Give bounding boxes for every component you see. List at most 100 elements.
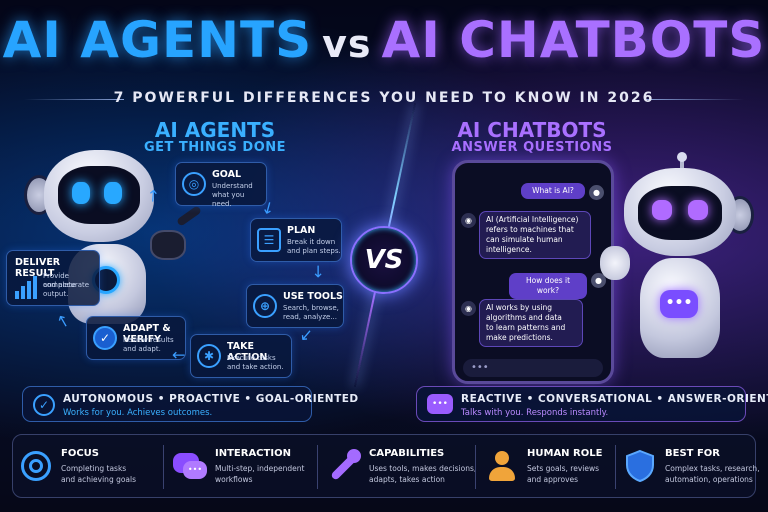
chat-bubble-icon: ••• bbox=[427, 394, 453, 414]
subtitle-line-left bbox=[24, 99, 124, 100]
agents-tagline-bar: ✓ AUTONOMOUS • PROACTIVE • GOAL-ORIENTED… bbox=[22, 386, 358, 422]
comparison-capabilities-line1: Uses tools, makes decisions, bbox=[369, 464, 477, 473]
step-adapt-verify: ✓ ADAPT & VERIFY Review results and adap… bbox=[86, 316, 186, 360]
comparison-focus-line1: Completing tasks bbox=[61, 464, 127, 473]
chatbots-subheading: ANSWER QUESTIONS bbox=[451, 140, 613, 155]
divider bbox=[163, 445, 164, 489]
bot-avatar-icon: ◉ bbox=[461, 213, 476, 228]
title-right: AI CHATBOTS bbox=[381, 11, 766, 69]
step-plan-desc1: Break it down bbox=[287, 238, 336, 246]
chatbots-heading: AI CHATBOTS bbox=[457, 118, 607, 142]
comparison-capabilities-line2: adapts, takes action bbox=[369, 475, 445, 484]
step-take-action: ✱ TAKE ACTION Execute tasks and take act… bbox=[190, 334, 292, 378]
answer-2-line: to learn patterns and bbox=[486, 323, 566, 332]
answer-2-line: make predictions. bbox=[486, 333, 553, 342]
chat-bubble-icon: ••• bbox=[660, 290, 698, 318]
answer-2-line: AI works by using bbox=[486, 303, 553, 312]
comparison-focus-title: FOCUS bbox=[61, 448, 99, 459]
step-goal-desc2: what you need. bbox=[212, 191, 245, 208]
user-avatar-icon: ● bbox=[591, 273, 606, 288]
divider bbox=[317, 445, 318, 489]
comparison-human-role: HUMAN ROLE Sets goals, reviews and appro… bbox=[479, 435, 611, 499]
step-deliver-result-desc3: output. bbox=[43, 290, 69, 298]
comparison-focus-line2: and achieving goals bbox=[61, 475, 137, 484]
agents-subheading: GET THINGS DONE bbox=[143, 140, 287, 155]
answer-1-line: AI (Artificial Intelligence) bbox=[486, 215, 579, 224]
step-deliver-result-title: DELIVER RESULT bbox=[15, 257, 61, 279]
step-adapt-verify-title: ADAPT & VERIFY bbox=[123, 323, 171, 345]
step-take-action-desc1: Execute tasks bbox=[227, 354, 276, 362]
arrow-icon: → bbox=[309, 264, 329, 279]
chat-bot-answer-1: AI (Artificial Intelligence) refers to m… bbox=[479, 211, 591, 259]
agents-tagline: AUTONOMOUS • PROACTIVE • GOAL-ORIENTED bbox=[63, 393, 359, 405]
comparison-human-role-line1: Sets goals, reviews bbox=[527, 464, 600, 473]
target-icon: ◎ bbox=[182, 172, 206, 196]
person-icon bbox=[485, 449, 519, 483]
step-use-tools-desc1: Search, browse, bbox=[283, 304, 339, 312]
answer-1-line: intelligence. bbox=[486, 245, 532, 254]
comparison-interaction-line1: Multi-step, independent bbox=[215, 464, 305, 473]
comparison-best-for-line1: Complex tasks, research, bbox=[665, 464, 760, 473]
comparison-capabilities: CAPABILITIES Uses tools, makes decisions… bbox=[321, 435, 476, 499]
chatbots-tagline-bar: ••• REACTIVE • CONVERSATIONAL • ANSWER-O… bbox=[416, 386, 768, 422]
chat-user-question-2: How does it work? bbox=[509, 273, 587, 299]
robot-visor bbox=[638, 186, 722, 240]
title-vs: vs bbox=[322, 22, 372, 66]
chat-input-typing-indicator[interactable]: ••• bbox=[463, 359, 603, 377]
comparison-focus: FOCUS Completing tasks and achieving goa… bbox=[13, 435, 159, 499]
step-adapt-verify-desc1: Review results bbox=[123, 336, 174, 344]
step-use-tools-title: USE TOOLS bbox=[283, 291, 343, 302]
step-plan: ☰ PLAN Break it down and plan steps. bbox=[250, 218, 342, 262]
step-goal-title: GOAL bbox=[212, 169, 242, 180]
bot-avatar-icon: ◉ bbox=[461, 301, 476, 316]
step-deliver-result-desc1: Provide complete bbox=[43, 272, 76, 289]
robot-waving-hand bbox=[600, 246, 630, 280]
globe-icon: ⊕ bbox=[253, 294, 277, 318]
step-plan-desc2: and plan steps. bbox=[287, 247, 341, 255]
comparison-interaction-title: INTERACTION bbox=[215, 448, 291, 459]
step-use-tools: ⊕ USE TOOLS Search, browse, read, analyz… bbox=[246, 284, 344, 328]
step-plan-title: PLAN bbox=[287, 225, 316, 236]
answer-2-line: algorithms and data bbox=[486, 313, 562, 322]
step-take-action-title: TAKE ACTION bbox=[227, 341, 268, 363]
step-goal: ◎ GOAL Understand what you need. bbox=[175, 162, 267, 208]
comparison-human-role-line2: and approves bbox=[527, 475, 579, 484]
check-circle-icon: ✓ bbox=[33, 394, 55, 416]
robot-eye-left bbox=[652, 200, 672, 220]
robot-eye-right bbox=[688, 200, 708, 220]
chatbots-tagline-sub: Talks with you. Responds instantly. bbox=[461, 408, 609, 418]
user-avatar-icon: ● bbox=[589, 185, 604, 200]
divider bbox=[615, 445, 616, 489]
arrow-icon: → bbox=[51, 310, 75, 333]
step-deliver-result-desc2: and accurate bbox=[43, 281, 90, 289]
shield-icon bbox=[623, 449, 657, 483]
comparison-capabilities-title: CAPABILITIES bbox=[369, 448, 445, 459]
robot-eye-right bbox=[104, 182, 122, 204]
robot-antenna bbox=[680, 156, 684, 172]
step-adapt-verify-desc2: and adapt. bbox=[123, 345, 161, 353]
robot-visor bbox=[58, 166, 140, 224]
step-goal-desc1: Understand bbox=[212, 182, 253, 190]
chat-bot-answer-2: AI works by using algorithms and data to… bbox=[479, 299, 583, 347]
title-left: AI AGENTS bbox=[2, 11, 313, 69]
subtitle: 7 POWERFUL DIFFERENCES YOU NEED TO KNOW … bbox=[113, 90, 655, 106]
chatbots-tagline: REACTIVE • CONVERSATIONAL • ANSWER-ORIEN… bbox=[461, 393, 768, 405]
chat-icon: ••• bbox=[173, 449, 207, 483]
comparison-interaction: ••• INTERACTION Multi-step, independent … bbox=[167, 435, 313, 499]
check-icon: ✓ bbox=[93, 326, 117, 350]
vs-badge: VS bbox=[350, 226, 418, 294]
comparison-best-for-title: BEST FOR bbox=[665, 448, 720, 459]
target-icon bbox=[19, 449, 53, 483]
chat-user-question-1: What is AI? bbox=[521, 183, 585, 199]
divider bbox=[475, 445, 476, 489]
step-deliver-result: DELIVER RESULT Provide complete and accu… bbox=[6, 250, 100, 306]
arrow-icon: → bbox=[172, 346, 186, 365]
comparison-strip: FOCUS Completing tasks and achieving goa… bbox=[12, 434, 760, 499]
robot-antenna-tip bbox=[677, 152, 687, 162]
bar-chart-icon bbox=[15, 275, 37, 299]
comparison-best-for: BEST FOR Complex tasks, research, automa… bbox=[617, 435, 760, 499]
answer-1-line: refers to machines that bbox=[486, 225, 574, 234]
robot-pointing-hand bbox=[150, 230, 186, 260]
